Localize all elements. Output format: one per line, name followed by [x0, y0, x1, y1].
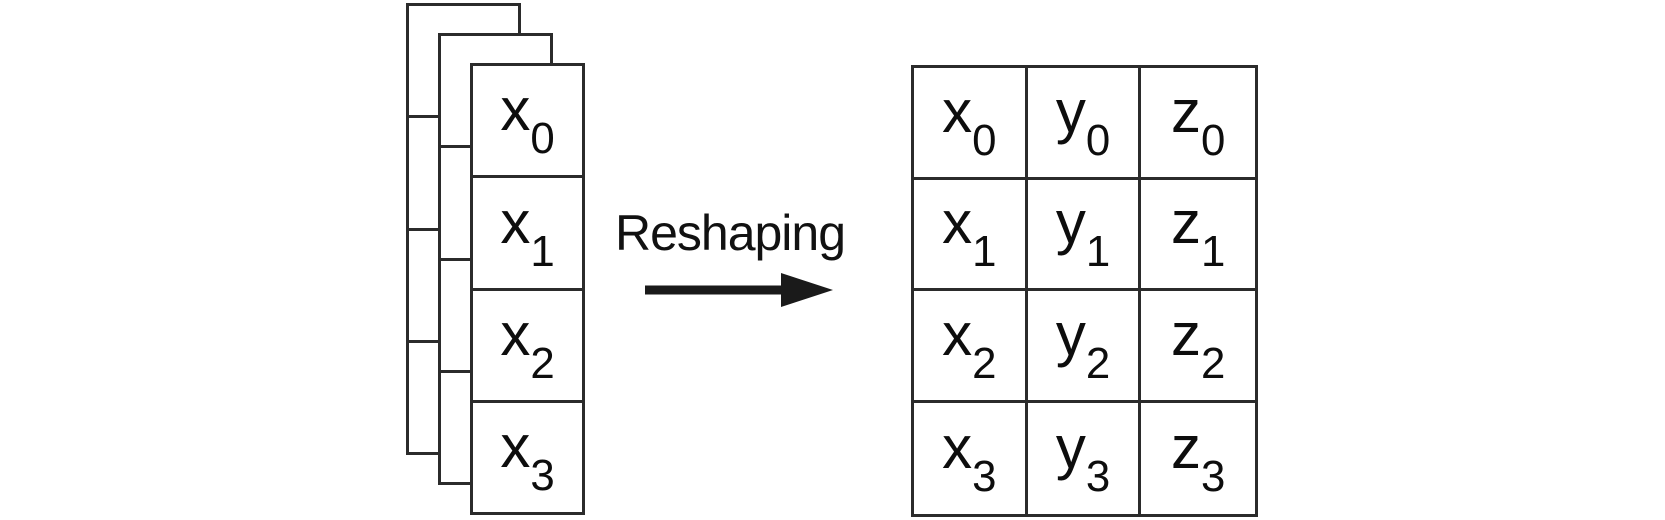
table-cell: x1: [914, 179, 1028, 291]
cell-label-base: x: [942, 413, 973, 481]
cell-label-base: z: [1170, 300, 1201, 368]
stack-cell: x1: [473, 178, 582, 291]
table-cell: z0: [1141, 68, 1255, 180]
cell-label-base: z: [1170, 189, 1201, 257]
cell-label: x3: [942, 417, 997, 501]
table-cell: y2: [1027, 291, 1142, 403]
cell-label-base: x: [942, 300, 973, 368]
cell-label-base: z: [1170, 77, 1201, 145]
cell-label: x0: [500, 80, 554, 161]
cell-label-subscript: 3: [1085, 451, 1111, 501]
stack-cell: x3: [473, 403, 582, 512]
cell-label-subscript: 1: [530, 226, 555, 276]
cell-label-subscript: 0: [972, 115, 997, 165]
stack-cell: x2: [473, 291, 582, 403]
cell-label: x1: [500, 192, 555, 276]
cell-label-subscript: 2: [972, 338, 997, 388]
reshaping-label: Reshaping: [614, 205, 846, 261]
cell-label-subscript: 2: [530, 338, 555, 388]
cell-label-base: z: [1170, 413, 1201, 481]
table-cell: y3: [1028, 402, 1142, 514]
cell-label-subscript: 2: [1200, 338, 1226, 388]
cell-label-base: x: [500, 188, 531, 256]
cell-label: y3: [1056, 417, 1111, 501]
table-cell: z3: [1141, 403, 1255, 515]
cell-label: x1: [942, 193, 996, 274]
right-arrow-icon: [645, 273, 833, 307]
cell-label-base: x: [942, 189, 973, 257]
cell-label-base: y: [1055, 189, 1086, 257]
stack-layer-front: x0 x1 x2 x3: [470, 63, 585, 515]
cell-label-subscript: 3: [972, 451, 997, 501]
table-cell: z2: [1141, 291, 1255, 403]
cell-label-base: x: [500, 76, 531, 144]
table-cell: z1: [1141, 180, 1255, 291]
cell-label-base: y: [1055, 413, 1086, 481]
cell-label-subscript: 0: [1200, 115, 1226, 165]
cell-label-subscript: 1: [972, 227, 997, 277]
cell-label: x2: [500, 304, 555, 388]
stack-cell: x0: [473, 66, 582, 179]
cell-label: y0: [1056, 81, 1111, 165]
table-cell: x3: [914, 402, 1028, 514]
cell-label-base: y: [1055, 300, 1086, 368]
cell-label-subscript: 0: [1085, 115, 1111, 165]
cell-label-subscript: 1: [1200, 227, 1226, 277]
table-cell: x0: [914, 68, 1028, 180]
cell-label-base: y: [1055, 77, 1086, 145]
cell-label-base: x: [942, 77, 973, 145]
reshaped-table: x0 y0 z0 x1 y1 z1 x2 y2 z2 x3 y3: [911, 65, 1258, 517]
cell-label-subscript: 2: [1085, 338, 1111, 388]
cell-label: y2: [1056, 304, 1111, 388]
cell-label: x2: [942, 304, 997, 388]
table-cell: y0: [1027, 68, 1142, 180]
cell-label: x3: [500, 417, 554, 498]
table-cell: x2: [914, 291, 1028, 403]
cell-label: z3: [1171, 417, 1226, 501]
cell-label: y1: [1056, 193, 1110, 274]
cell-label-subscript: 3: [1200, 451, 1226, 501]
cell-label-base: x: [500, 300, 531, 368]
cell-label-base: x: [500, 413, 531, 481]
cell-label: z0: [1171, 81, 1226, 165]
table-cell: y1: [1027, 179, 1142, 291]
cell-label-subscript: 1: [1085, 227, 1111, 277]
cell-label: x0: [942, 81, 997, 165]
cell-label-subscript: 0: [530, 114, 555, 164]
cell-label: z1: [1171, 193, 1225, 274]
cell-label: z2: [1171, 304, 1226, 388]
cell-label-subscript: 3: [530, 450, 555, 500]
